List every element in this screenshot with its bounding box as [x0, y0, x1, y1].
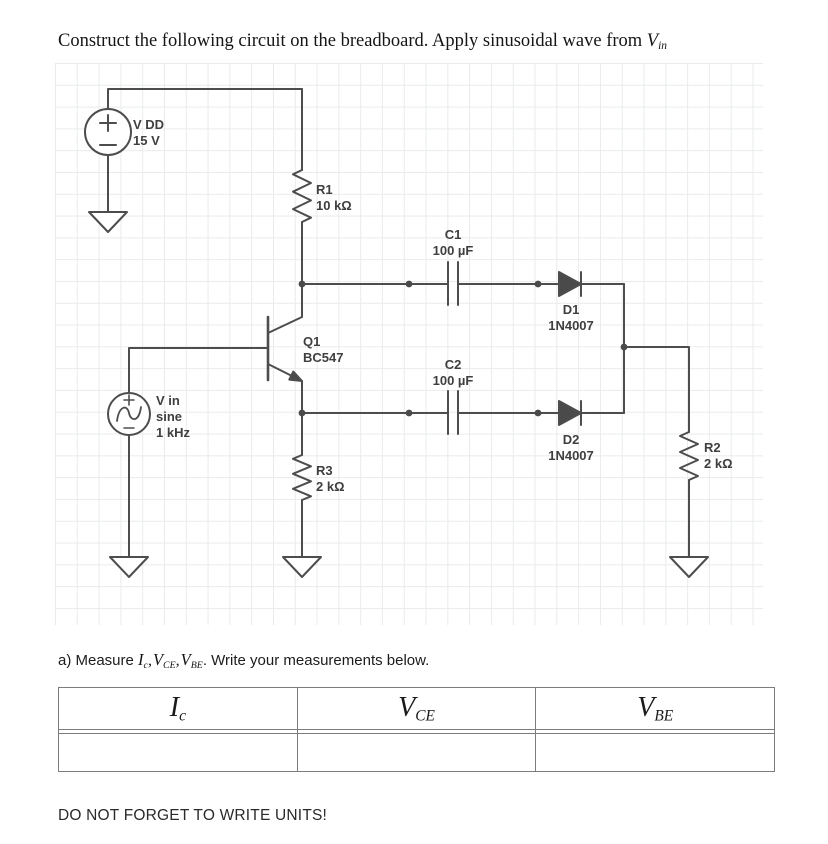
transistor-q1-symbol [266, 283, 303, 414]
label-d1: D1 1N4007 [548, 302, 594, 333]
circuit-schematic [84, 88, 709, 578]
label-d2: D2 1N4007 [548, 432, 594, 463]
capacitor-c2-symbol [301, 390, 560, 435]
label-r2: R2 2 kΩ [704, 440, 733, 471]
math-vce: VCE [152, 650, 176, 671]
math-vbe: VBE [180, 650, 203, 671]
page-title: Construct the following circuit on the b… [58, 31, 667, 52]
table-header-row: Ic VCE VBE [59, 688, 774, 730]
title-vin-symbol: Vin [646, 31, 668, 52]
table-cell-vbe-value [536, 734, 774, 771]
table-header-vbe: VBE [637, 691, 674, 725]
label-c1: C1 100 µF [432, 227, 474, 258]
math-ic: Ic [138, 650, 148, 671]
title-text: Construct the following circuit on the b… [58, 31, 647, 51]
measure-instruction: a) Measure Ic,VCE,VBE. Write your measur… [58, 650, 430, 671]
label-r1: R1 10 kΩ [316, 182, 352, 213]
label-vdd: V DD 15 V [133, 117, 165, 148]
vin-sine-source-symbol [107, 347, 269, 578]
wire-junction-dots [298, 280, 628, 417]
resistor-r2-symbol [623, 283, 709, 578]
capacitor-c1-symbol [301, 261, 560, 306]
label-r3: R3 2 kΩ [316, 463, 345, 494]
resistor-r1-symbol [292, 88, 312, 284]
resistor-r3-symbol [282, 412, 322, 578]
vdd-source-symbol [84, 88, 303, 233]
table-cell-vce-value [298, 734, 537, 771]
table-cell-ic-value [59, 734, 298, 771]
units-warning: DO NOT FORGET TO WRITE UNITS! [58, 807, 328, 824]
diode-d2-symbol [558, 400, 625, 426]
table-header-ic: Ic [59, 688, 298, 729]
diode-d1-symbol [558, 271, 625, 297]
table-data-row [59, 733, 774, 771]
label-q1: Q1 BC547 [303, 334, 344, 365]
label-c2: C2 100 µF [432, 357, 474, 388]
table-header-vce: VCE [298, 688, 537, 729]
measurements-table: Ic VCE VBE [58, 687, 775, 772]
table-divider-gap [59, 730, 774, 733]
label-vin: V in sine 1 kHz [156, 393, 190, 440]
schematic-grid-background [55, 63, 763, 625]
